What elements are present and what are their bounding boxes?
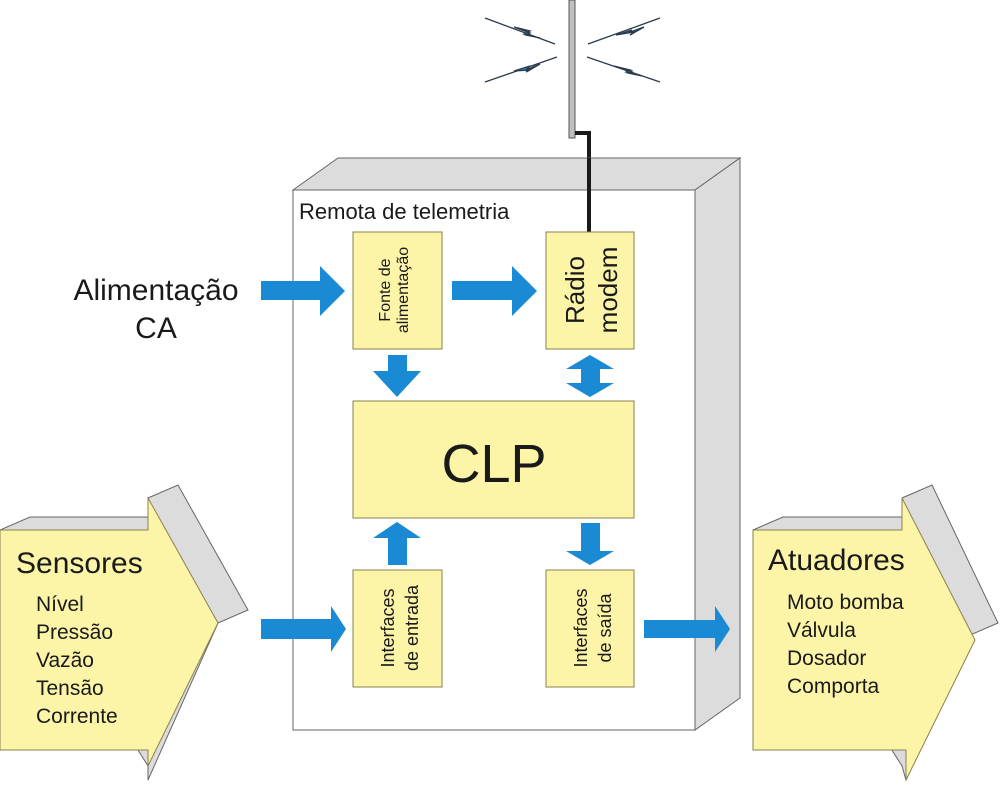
power-input-label: Alimentação CA bbox=[73, 274, 238, 345]
radio-line1: Rádio bbox=[560, 256, 590, 324]
antenna-mast bbox=[568, 0, 576, 139]
lightning-icon bbox=[586, 56, 661, 83]
sensor-item: Pressão bbox=[36, 621, 113, 644]
arrow-saida-to-actuators bbox=[644, 606, 730, 652]
arrow-power-to-fonte bbox=[261, 266, 345, 316]
arrow-radio-clp-bidirectional bbox=[566, 355, 614, 397]
arrow-fonte-to-radio bbox=[452, 266, 537, 316]
box-title: Remota de telemetria bbox=[299, 199, 510, 224]
sensors-title: Sensores bbox=[16, 547, 143, 580]
box-top-face bbox=[291, 157, 742, 191]
actuator-item: Dosador bbox=[787, 647, 866, 670]
power-input-line1: Alimentação bbox=[73, 274, 238, 307]
power-input-line2: CA bbox=[135, 312, 177, 345]
actuators-title: Atuadores bbox=[768, 544, 905, 577]
input-interfaces-block: Interfaces de entrada bbox=[352, 569, 443, 688]
actuator-item: Moto bomba bbox=[787, 591, 904, 614]
radio-modem-block: Rádio modem bbox=[545, 231, 635, 350]
fonte-line2: alimentação bbox=[395, 247, 412, 333]
sensor-item: Corrente bbox=[36, 705, 118, 728]
lightning-icon bbox=[484, 56, 558, 83]
output-interfaces-block: Interfaces de saída bbox=[545, 569, 635, 688]
fonte-block: Fonte de alimentação bbox=[352, 231, 443, 350]
entrada-line2: de entrada bbox=[402, 584, 422, 671]
arrow-sensors-to-entrada bbox=[261, 606, 346, 652]
actuator-item: Válvula bbox=[787, 619, 856, 642]
fonte-line1: Fonte de bbox=[377, 258, 394, 321]
radio-line2: modem bbox=[593, 247, 623, 334]
sensor-item: Nível bbox=[36, 593, 84, 616]
clp-block: CLP bbox=[352, 400, 635, 519]
arrow-entrada-to-clp bbox=[373, 522, 421, 565]
saida-line1: Interfaces bbox=[571, 588, 591, 667]
sensor-item: Vazão bbox=[36, 649, 94, 672]
sensors-arrow: Sensores Nível Pressão Vazão Tensão Corr… bbox=[0, 484, 249, 781]
saida-line2: de saída bbox=[595, 592, 615, 662]
lightning-icon bbox=[484, 17, 556, 45]
clp-label: CLP bbox=[441, 434, 546, 494]
flow-arrows bbox=[261, 266, 730, 652]
actuators-arrow: Atuadores Moto bomba Válvula Dosador Com… bbox=[752, 484, 999, 782]
actuator-item: Comporta bbox=[787, 675, 880, 698]
entrada-line1: Interfaces bbox=[378, 588, 398, 667]
actuators-arrow-body bbox=[752, 497, 976, 781]
arrow-fonte-to-clp bbox=[373, 355, 421, 397]
lightning-icon bbox=[587, 17, 661, 45]
sensors-arrow-body bbox=[0, 496, 219, 767]
radio-signal-icon bbox=[484, 17, 661, 83]
arrow-clp-to-saida bbox=[566, 523, 614, 565]
sensor-item: Tensão bbox=[36, 677, 104, 700]
